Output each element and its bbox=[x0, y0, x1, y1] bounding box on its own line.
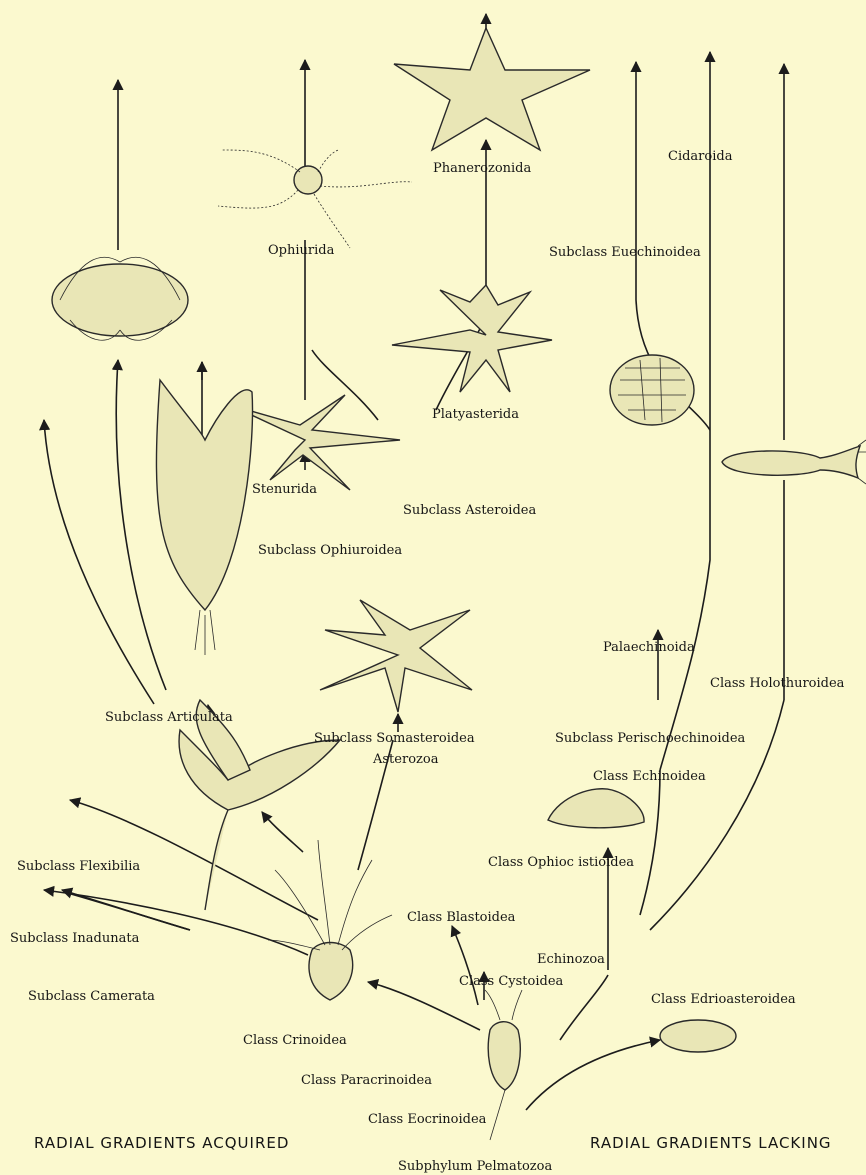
label-holothuroidea: Class Holothuroidea bbox=[710, 676, 845, 691]
label-asterozoa: Asterozoa bbox=[372, 752, 439, 767]
starfish-drawing bbox=[394, 28, 590, 150]
crinoid-calyx-drawing bbox=[268, 840, 392, 1000]
label-cystoidea: Class Cystoidea bbox=[459, 974, 564, 989]
somasteroid-drawing bbox=[320, 600, 472, 712]
caption-radial-gradients-acquired: RADIAL GRADIENTS ACQUIRED bbox=[34, 1134, 289, 1152]
label-palaechinoida: Palaechinoida bbox=[603, 640, 695, 655]
label-ophiurida: Ophiurida bbox=[268, 243, 335, 258]
label-somasteroidea: Subclass Somasteroidea bbox=[314, 731, 475, 746]
label-echinoidea: Class Echinoidea bbox=[593, 769, 706, 784]
ophiocistioid-drawing bbox=[548, 789, 644, 828]
label-paracrinoidea: Class Paracrinoidea bbox=[301, 1073, 432, 1088]
label-asteroidea: Subclass Asteroidea bbox=[403, 503, 536, 518]
label-articulata: Subclass Articulata bbox=[105, 710, 233, 725]
caption-radial-gradients-lacking: RADIAL GRADIENTS LACKING bbox=[590, 1134, 832, 1152]
label-perischoechinoidea: Subclass Perischoechinoidea bbox=[555, 731, 746, 746]
articulata-crinoid-drawing bbox=[156, 380, 252, 655]
label-crinoidea: Class Crinoidea bbox=[243, 1033, 347, 1048]
label-stenurida: Stenurida bbox=[252, 482, 317, 497]
eocrinoid-drawing bbox=[485, 990, 522, 1140]
label-phanerozonida: Phanerozonida bbox=[433, 161, 532, 176]
platyasterid-drawing bbox=[392, 285, 552, 392]
label-edrioasteroidea: Class Edrioasteroidea bbox=[651, 992, 796, 1007]
label-inadunata: Subclass Inadunata bbox=[10, 931, 140, 946]
feather-star-drawing bbox=[52, 257, 188, 340]
label-euechinoidea: Subclass Euechinoidea bbox=[549, 245, 701, 260]
label-pelmatozoa: Subphylum Pelmatozoa bbox=[398, 1159, 552, 1174]
captions: RADIAL GRADIENTS ACQUIRED RADIAL GRADIEN… bbox=[34, 1134, 832, 1152]
label-echinozoa: Echinozoa bbox=[537, 952, 605, 967]
holothurian-drawing bbox=[722, 440, 866, 484]
edrioasteroid-drawing bbox=[660, 1020, 736, 1052]
label-cidaroida: Cidaroida bbox=[668, 149, 733, 164]
brittle-star-drawing bbox=[218, 150, 412, 248]
label-blastoidea: Class Blastoidea bbox=[407, 910, 516, 925]
stenurid-drawing bbox=[230, 395, 400, 490]
branch-lines bbox=[44, 14, 784, 1110]
label-platyasterida: Platyasterida bbox=[432, 407, 519, 422]
label-flexibilia: Subclass Flexibilia bbox=[17, 859, 140, 874]
label-ophiocistioidea: Class Ophioc istioidea bbox=[488, 855, 634, 870]
palaechinoid-drawing bbox=[610, 355, 694, 425]
label-ophiuroidea: Subclass Ophiuroidea bbox=[258, 543, 402, 558]
label-eocrinoidea: Class Eocrinoidea bbox=[368, 1112, 487, 1127]
label-camerata: Subclass Camerata bbox=[28, 989, 155, 1004]
